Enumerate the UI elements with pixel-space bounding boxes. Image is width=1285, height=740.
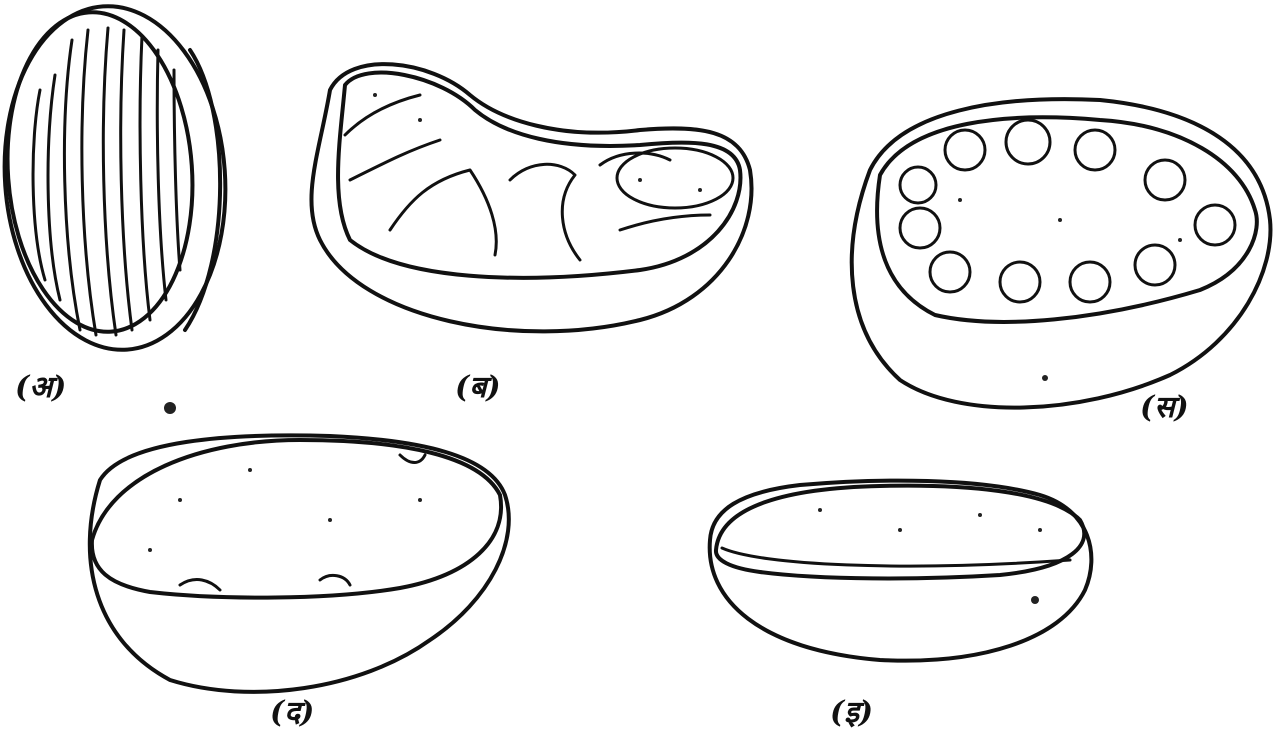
label-panel-d: (द) bbox=[270, 690, 314, 731]
label-panel-a: (अ) bbox=[15, 365, 66, 406]
mitochondrion-e-drawing bbox=[710, 481, 1092, 661]
stipple-dots bbox=[148, 93, 1182, 604]
mitochondrion-d-drawing bbox=[90, 435, 509, 691]
mitochondrion-c-drawing bbox=[852, 99, 1271, 408]
label-panel-c: (स) bbox=[1140, 385, 1189, 426]
mitochondrion-b-drawing bbox=[311, 64, 751, 331]
mitochondrion-a-drawing bbox=[0, 0, 237, 357]
label-panel-e: (इ) bbox=[830, 690, 873, 731]
label-panel-b: (ब) bbox=[455, 365, 501, 406]
